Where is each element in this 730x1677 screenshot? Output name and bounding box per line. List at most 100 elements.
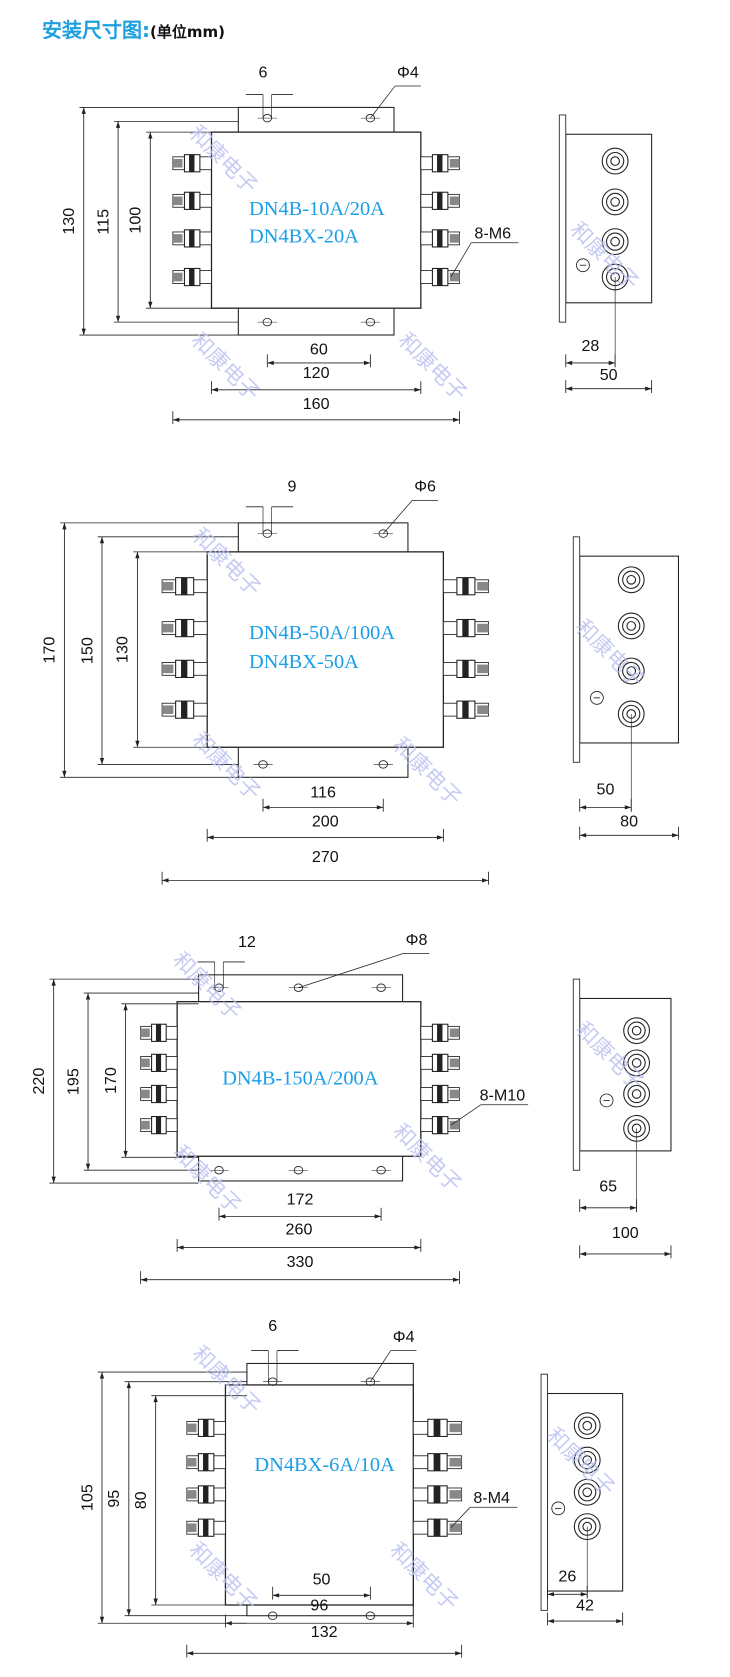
dimension-label: 116 [310, 784, 336, 802]
watermark: 和康电子 [186, 328, 264, 406]
ring [610, 236, 620, 247]
model-label: DN4B-10A/20A [249, 198, 385, 220]
ring [573, 1478, 601, 1506]
ring [610, 197, 620, 207]
dimension-label: 100 [612, 1224, 639, 1242]
washer [155, 1085, 162, 1103]
ring [627, 1084, 646, 1104]
thread [449, 272, 460, 282]
dimension-label: 160 [303, 395, 330, 413]
thread [449, 1523, 462, 1532]
washer [189, 268, 195, 286]
ring [622, 570, 641, 589]
thread-spec-label: 8-M10 [480, 1086, 526, 1104]
ring [631, 1058, 642, 1068]
title-text: 安装尺寸图: [42, 18, 150, 42]
ring [601, 228, 629, 256]
thread [449, 196, 460, 206]
dimension-label: 130 [114, 636, 132, 663]
terminal-stud-icon [161, 577, 208, 596]
washer [189, 192, 195, 210]
terminal-stud-icon [420, 154, 460, 173]
dimension-label: 260 [286, 1221, 313, 1239]
arrow-icon [579, 1205, 637, 1210]
terminal-stud-icon [186, 1453, 226, 1472]
terminal-circle-icon [601, 147, 629, 175]
terminal-stud-icon [412, 1453, 463, 1472]
ring [578, 1483, 597, 1502]
ring [601, 147, 629, 175]
terminal-stud-icon [161, 659, 208, 679]
watermark: 和康电子 [393, 328, 471, 406]
terminal-circle-icon [617, 612, 645, 640]
terminal-stud-icon [420, 191, 460, 210]
terminal-stud-icon [412, 1518, 463, 1537]
model-label: DN4B-150A/200A [222, 1067, 378, 1089]
ring [578, 1416, 597, 1435]
thread [449, 1457, 462, 1467]
dimension-label: 26 [558, 1567, 576, 1585]
terminal-stud-icon [161, 700, 208, 719]
washer [189, 154, 195, 172]
thread [449, 1490, 462, 1499]
washer [437, 1024, 443, 1042]
dimension-label: 195 [64, 1068, 82, 1095]
terminal-stud-icon [412, 1418, 463, 1437]
dimension-label: 115 [94, 209, 112, 235]
washer [462, 701, 469, 719]
terminal-stud-icon [172, 229, 212, 248]
washer [155, 1116, 162, 1134]
terminal-stud-icon [420, 229, 460, 248]
terminal-stud-icon [442, 577, 489, 596]
terminal-stud-icon [420, 1023, 460, 1042]
ring [627, 1021, 646, 1040]
side-view-flange [558, 114, 567, 323]
thread [140, 1058, 150, 1068]
dimension-label: 100 [127, 207, 145, 234]
side-view-body [579, 555, 680, 744]
washer [189, 229, 195, 247]
washer [181, 619, 188, 637]
leader-line [298, 953, 404, 989]
terminal-circle-icon [623, 1017, 651, 1045]
dimension-label: 65 [599, 1178, 617, 1196]
ring [626, 574, 637, 585]
thread [140, 1028, 150, 1038]
ring [626, 621, 637, 631]
dimension-label: 132 [311, 1623, 338, 1641]
ring [578, 1450, 597, 1470]
leader-line [450, 1104, 482, 1126]
dimension-label: 220 [30, 1068, 48, 1095]
filter-body [206, 551, 445, 748]
washer [203, 1453, 209, 1471]
thread [477, 664, 489, 674]
dimension-label: 95 [105, 1490, 123, 1508]
terminal-circle-icon [601, 228, 629, 256]
model-label: DN4BX-6A/10A [254, 1454, 395, 1476]
terminal-stud-icon [140, 1023, 178, 1042]
side-view-body [565, 133, 653, 304]
ring [631, 1089, 642, 1099]
washer [437, 229, 443, 247]
side-view-body [546, 1392, 624, 1592]
washer [462, 660, 469, 678]
thread [172, 234, 183, 243]
ring [582, 1420, 593, 1431]
dimension-label: 96 [310, 1596, 328, 1614]
dimension-label: 50 [600, 366, 618, 384]
dimension-label: 105 [78, 1484, 96, 1511]
thread [140, 1120, 150, 1130]
thread [186, 1457, 197, 1467]
dimension-label: 50 [597, 780, 615, 798]
washer [462, 577, 469, 595]
thread [186, 1490, 197, 1499]
dimension-label: 170 [102, 1067, 120, 1094]
thread [186, 1523, 197, 1532]
terminal-stud-icon [172, 267, 212, 287]
hole-diameter-label: Φ8 [406, 931, 428, 949]
thread [477, 623, 489, 633]
dimension-label: 120 [303, 364, 330, 382]
ring [617, 566, 645, 594]
terminal-stud-icon [420, 1053, 460, 1072]
